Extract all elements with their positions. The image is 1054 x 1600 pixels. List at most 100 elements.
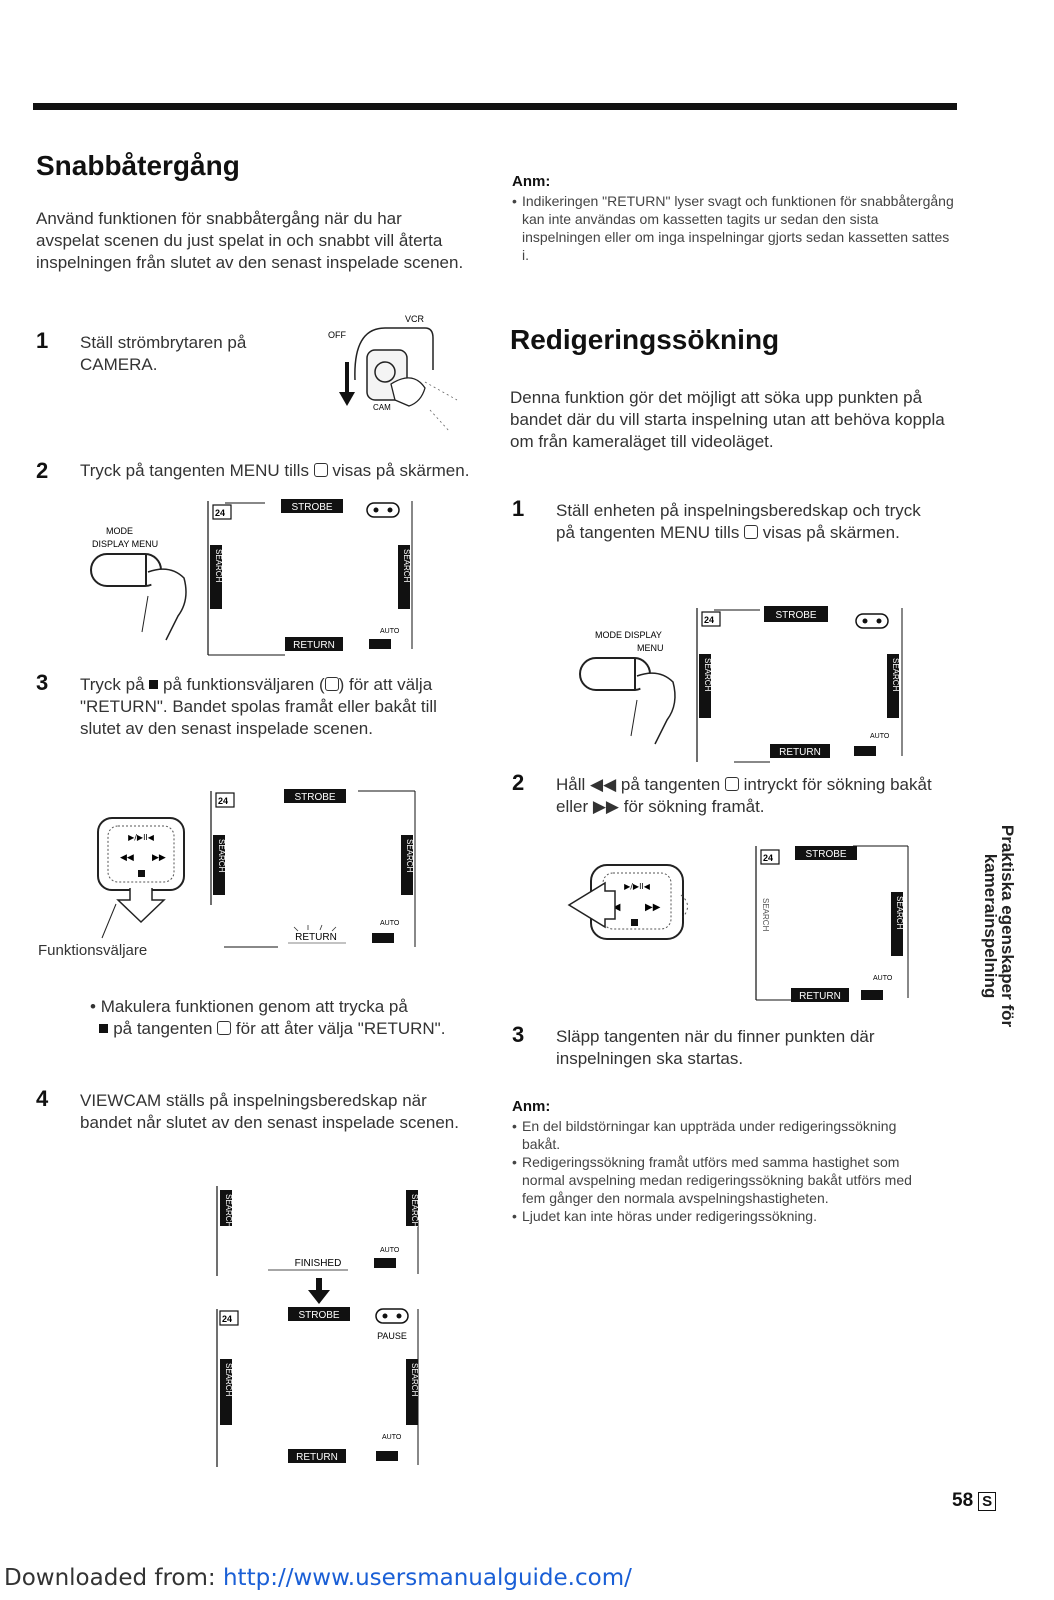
svg-text:24: 24 [763,853,773,863]
step-number: 1 [36,328,49,353]
chapter-side-tab: Praktiska egenskaper för kamerainspelnin… [981,824,1017,1028]
svg-text:24: 24 [218,796,228,806]
svg-text:RETURN: RETURN [779,747,821,758]
svg-text:AUTO: AUTO [382,1434,402,1441]
svg-text:STROBE: STROBE [291,502,332,513]
source-link[interactable]: http://www.usersmanualguide.com/ [222,1565,632,1591]
osd-screen-menu: 24 STROBE SEARCH SEARCH AUTO RETURN [205,497,415,657]
svg-text:SEARCH: SEARCH [224,1194,233,1228]
quick-return-intro: Använd funktionen för snabbåtergång när … [36,209,464,272]
fast-forward-icon: ▶▶ [592,797,620,816]
svg-text:STROBE: STROBE [298,1310,339,1321]
svg-text:STROBE: STROBE [294,792,335,803]
stop-square-icon [149,680,159,689]
svg-text:SEARCH: SEARCH [217,839,226,873]
note-item: Indikeringen "RETURN" lyser svagt och fu… [512,192,957,264]
svg-text:PAUSE: PAUSE [377,1331,407,1341]
svg-text:24: 24 [215,508,225,518]
note-item: En del bildstörningar kan uppträda under… [512,1117,932,1153]
svg-text:AUTO: AUTO [380,920,400,927]
function-selector-caption: Funktionsväljare [38,942,148,959]
note-title: Anm: [512,1098,551,1115]
note-title: Anm: [512,173,551,190]
svg-text:RETURN: RETURN [295,932,337,943]
svg-text:▶▶: ▶▶ [645,902,661,913]
svg-text:▶/▶II◀: ▶/▶II◀ [128,833,155,842]
step-number: 3 [36,670,49,695]
step-number: 2 [512,770,525,795]
svg-text:AUTO: AUTO [870,733,890,740]
svg-text:SEARCH: SEARCH [703,658,712,692]
osd-screen-search: 24 STROBE SEARCH SEARCH AUTO RETURN [753,842,913,1006]
svg-text:MODE: MODE [106,526,133,536]
svg-text:DISPLAY MENU: DISPLAY MENU [92,539,158,549]
svg-text:SEARCH: SEARCH [895,896,904,930]
step-text: Ställ strömbrytaren på CAMERA. [80,333,247,374]
rewind-icon: ◀◀ [590,775,617,794]
off-label: OFF [328,330,346,340]
step-text: Tryck på på funktionsväljaren () för att… [80,675,437,738]
svg-text:▶▶: ▶▶ [152,853,166,863]
header-rule [33,103,957,110]
vcr-label: VCR [405,314,425,324]
power-switch-illustration: OFF VCR CAM [325,310,475,440]
note-list: Indikeringen "RETURN" lyser svagt och fu… [512,192,957,264]
menu-icon [313,463,328,477]
menu-icon [744,525,759,539]
step-number: 4 [36,1086,49,1111]
svg-text:AUTO: AUTO [380,1247,400,1254]
note-item: Redigeringssökning framåt utförs med sam… [512,1153,932,1207]
svg-text:SEARCH: SEARCH [405,839,414,873]
svg-text:RETURN: RETURN [799,991,841,1002]
function-selector-illustration: ▶/▶II◀ ◀◀ ▶▶ [86,800,196,940]
step-text: VIEWCAM ställs på inspelningsberedskap n… [80,1091,459,1132]
osd-screen-pause: 24 STROBE PAUSE SEARCH SEARCH AUTO RETUR… [210,1305,422,1470]
svg-text:SEARCH: SEARCH [410,1194,419,1228]
svg-text:FINISHED: FINISHED [295,1258,342,1269]
step-text: Tryck på tangenten MENU tills visas på s… [80,461,470,480]
svg-text:SEARCH: SEARCH [224,1363,233,1397]
svg-text:SEARCH: SEARCH [891,658,900,692]
edit-search-intro: Denna funktion gör det möjligt att söka … [510,388,945,451]
cam-label: CAM [373,403,391,412]
osd-screen-return-flash: 24 STROBE SEARCH SEARCH AUTO RETURN [208,785,418,950]
svg-text:24: 24 [704,615,714,625]
note-list: En del bildstörningar kan uppträda under… [512,1117,932,1225]
selector-icon [724,777,739,791]
step-text: Släpp tangenten när du finner punkten dä… [556,1027,875,1068]
stop-square-icon [99,1024,109,1033]
svg-text:SEARCH: SEARCH [402,549,411,583]
step-number: 2 [36,458,49,483]
svg-text:SEARCH: SEARCH [761,898,770,932]
function-selector-illustration: ▶/▶II◀ ◀◀ ▶▶ [565,855,700,965]
arrow-down-icon [306,1278,332,1306]
osd-screen-finished: SEARCH SEARCH AUTO FINISHED [210,1180,422,1280]
section-title-quick-return: Snabbåtergång [36,150,240,181]
svg-text:MENU: MENU [637,643,664,653]
svg-text:◀◀: ◀◀ [120,853,134,863]
svg-text:SEARCH: SEARCH [214,549,223,583]
svg-text:STROBE: STROBE [775,610,816,621]
step-number: 1 [512,496,525,521]
svg-text:RETURN: RETURN [296,1452,338,1463]
download-footer: Downloaded from: http://www.usersmanualg… [4,1565,632,1591]
selector-icon [324,677,339,691]
menu-button-illustration: MODE DISPLAY MENU [86,520,196,650]
svg-text:SEARCH: SEARCH [410,1363,419,1397]
svg-text:AUTO: AUTO [873,975,893,982]
step-text: Håll ◀◀ på tangenten intryckt för söknin… [556,775,932,816]
step-number: 3 [512,1022,525,1047]
svg-text:AUTO: AUTO [380,628,400,635]
cancel-note: • Makulera funktionen genom att trycka p… [90,997,446,1038]
note-item: Ljudet kan inte höras under redigeringss… [512,1207,932,1225]
menu-button-illustration: MODE DISPLAY MENU [575,626,685,756]
svg-text:MODE DISPLAY: MODE DISPLAY [595,630,662,640]
svg-text:RETURN: RETURN [293,640,335,651]
svg-text:▶/▶II◀: ▶/▶II◀ [624,882,651,891]
svg-text:24: 24 [222,1314,232,1324]
language-box: S [978,1492,997,1511]
step-text: Ställ enheten på inspelningsberedskap oc… [556,501,921,542]
section-title-edit-search: Redigeringssökning [510,324,780,355]
svg-text:STROBE: STROBE [805,849,846,860]
